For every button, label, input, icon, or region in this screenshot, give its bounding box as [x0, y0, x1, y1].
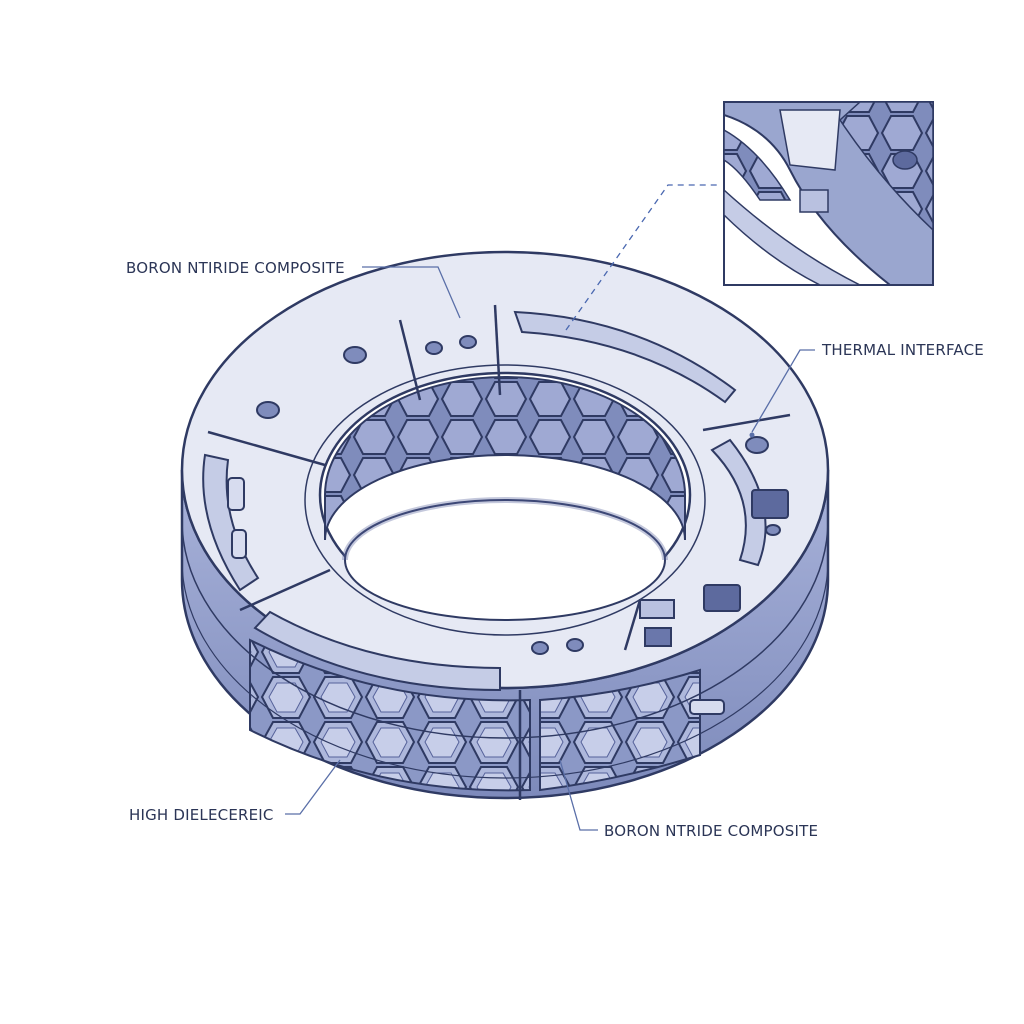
- component-icon: [639, 599, 675, 619]
- resistor-icon: [689, 699, 725, 715]
- leader-lines: [285, 266, 815, 831]
- chip-icon: [703, 584, 741, 612]
- label-boron-nitride-composite-top: BORON NTIRIDE COMPOSITE: [126, 259, 345, 277]
- label-high-dielectric: HIGH DIELECEREIC: [129, 806, 274, 824]
- segment-dividers: [207, 304, 791, 800]
- ring-side-wall: [180, 469, 830, 800]
- resistor-icon: [227, 477, 245, 511]
- leader-bottom-right: [559, 759, 598, 831]
- label-thermal-interface: THERMAL INTERFACE: [822, 341, 984, 359]
- leader-right: [751, 349, 815, 433]
- electronic-components: [227, 477, 789, 715]
- label-boron-nitride-composite-bottom: BORON NTRIDE COMPOSITE: [604, 822, 819, 840]
- dashed-callout-line: [565, 184, 718, 331]
- leader-top-left: [362, 266, 461, 319]
- leader-bottom-left: [285, 759, 341, 815]
- mounting-holes: [256, 335, 781, 655]
- chip-icon: [751, 489, 789, 519]
- inner-bore: [324, 376, 686, 621]
- component-icon: [644, 627, 672, 647]
- resistor-icon: [231, 529, 247, 559]
- detail-inset: [723, 101, 934, 286]
